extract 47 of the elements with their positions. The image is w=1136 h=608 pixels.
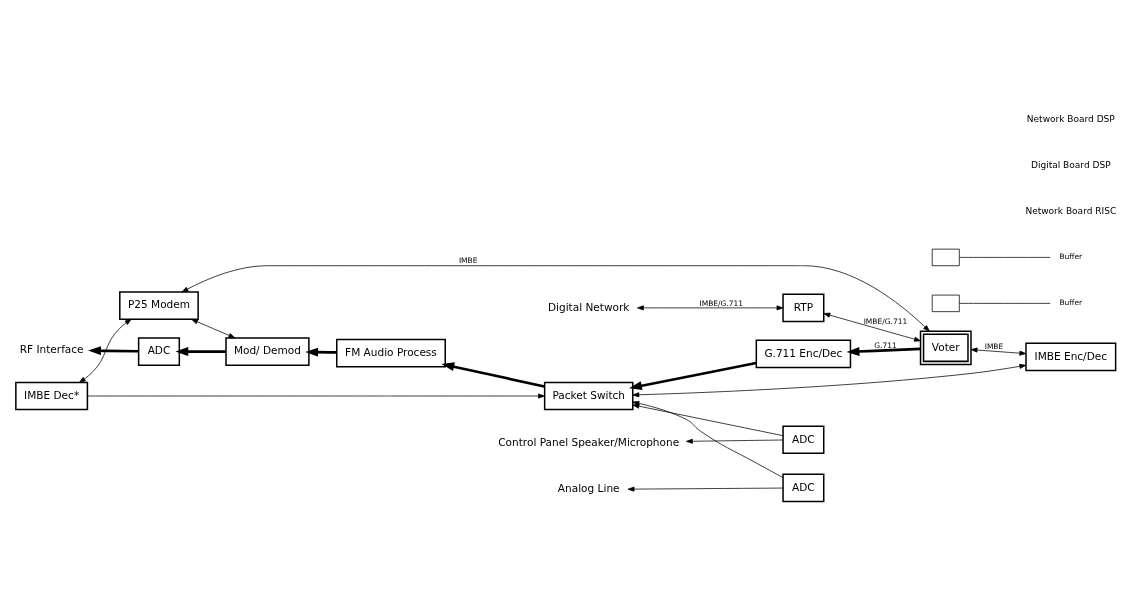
arrow [305,347,337,357]
node-text: Control Panel Speaker/Microphone [498,435,680,448]
arrow [87,393,545,398]
edge-label: IMBE [458,255,478,265]
node-box: G.711 Enc/Dec [755,339,852,368]
label: Network Board RISC [1025,205,1117,216]
arrow [632,363,1027,397]
arrow [632,400,784,478]
connector [959,256,1051,258]
node-text: Buffer [1059,251,1083,261]
node-box: IMBE Dec* [15,381,89,410]
node-box [931,248,960,266]
arrow [823,312,921,342]
arrow [181,264,930,332]
node-text: Buffer [1059,297,1083,307]
node-text: RF Interface [19,342,84,355]
arrow [191,318,236,338]
node-box: ADC [782,473,825,502]
arrow [175,346,226,356]
node-box: FM Audio Process [336,338,446,367]
node-box [931,294,960,312]
arrow [637,304,784,310]
arrow [686,438,784,444]
arrow [88,345,139,355]
edge-label: G.711 [874,340,897,350]
arrow [441,361,545,388]
node-box: ADC [782,424,825,454]
arrow [632,403,784,436]
node-box: RTP [782,293,825,322]
label: Digital Board DSP [1031,159,1111,170]
node-text: Digital Network [547,300,630,313]
arrow [79,318,132,383]
node-text: Analog Line [557,481,620,494]
edge-label: IMBE [984,341,1004,351]
node-box: IMBE Enc/Dec [1025,342,1117,371]
arrow [846,346,921,356]
node-box: Mod/ Demod [225,336,310,366]
label: Network Board DSP [1026,113,1115,124]
edge-label: IMBE/G.711 [699,298,744,308]
arrow [970,347,1027,356]
arrow [627,486,784,492]
arrow [629,361,757,390]
connector [959,302,1051,304]
node-box: Packet Switch [543,381,634,410]
node-box: ADC [137,336,181,366]
edge-label: IMBE/G.711 [863,316,908,326]
node-box: P25 Modem [119,290,199,320]
